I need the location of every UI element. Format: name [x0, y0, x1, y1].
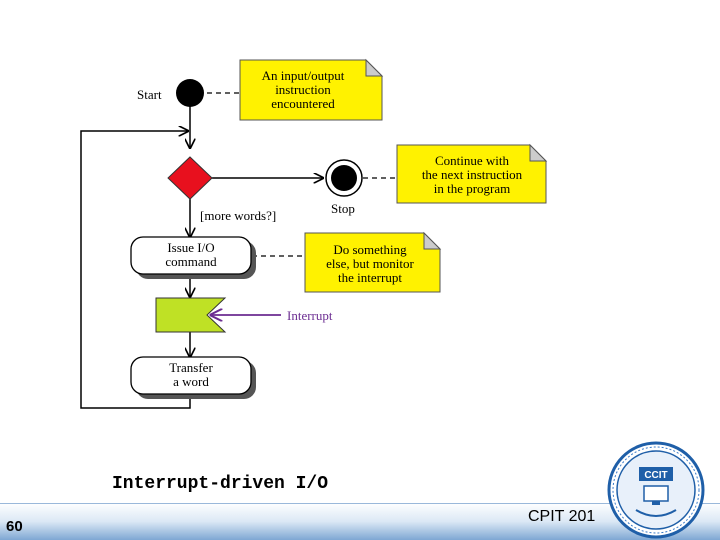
- start-node: [176, 79, 204, 107]
- flow-loop-back: [80, 131, 191, 409]
- transfer-action-line-1: Transfer: [169, 360, 213, 375]
- note-do-something-line-2: else, but monitor: [326, 256, 414, 271]
- course-code: CPIT 201: [528, 508, 596, 525]
- interrupt-signal: [155, 297, 227, 333]
- interrupt-label: Interrupt: [287, 308, 333, 323]
- note-do-something: [304, 232, 441, 293]
- transfer-action-line-2: a word: [173, 374, 209, 389]
- control-flow: [80, 106, 323, 409]
- note-connectors: [207, 92, 397, 257]
- note-continue-fold: [529, 143, 548, 162]
- note-continue-line-1: Continue with: [435, 153, 510, 168]
- logo-lettering-ring: [612, 446, 700, 534]
- issue-action-line-2: command: [165, 254, 217, 269]
- note-input-output-fold: [365, 58, 384, 77]
- note-input-output: [239, 59, 383, 121]
- ccit-logo-icon: CCIT: [607, 441, 705, 539]
- stop-node: [331, 165, 357, 191]
- guard-label: [more words?]: [200, 208, 276, 223]
- note-input-output-line-3: encountered: [271, 96, 335, 111]
- logo-arc: [635, 509, 677, 517]
- slide-caption: Interrupt-driven I/O: [112, 474, 329, 494]
- logo-monitor-stand: [652, 501, 660, 505]
- note-do-something-fold: [423, 231, 442, 250]
- note-do-something-line-1: Do something: [333, 242, 407, 257]
- footer-bar: [0, 503, 720, 540]
- decision-diamond: [167, 156, 213, 200]
- logo-monitor: [643, 485, 669, 502]
- transfer-action: [130, 356, 252, 395]
- issue-action-line-1: Issue I/O: [167, 240, 214, 255]
- footer-divider: [0, 503, 720, 504]
- logo-badge: [639, 467, 673, 481]
- note-continue-line-2: the next instruction: [422, 167, 523, 182]
- activity-diagram: Start [more words?] Stop Issue I/O comma…: [80, 58, 548, 409]
- note-continue-line-3: in the program: [434, 181, 511, 196]
- note-input-output-line-2: instruction: [275, 82, 331, 97]
- start-label: Start: [137, 87, 162, 102]
- issue-action: [130, 236, 252, 275]
- stop-label: Stop: [331, 201, 355, 216]
- note-continue: [396, 144, 547, 204]
- logo-text: CCIT: [644, 470, 667, 481]
- note-do-something-line-3: the interrupt: [338, 270, 402, 285]
- note-input-output-line-1: An input/output: [262, 68, 345, 83]
- page-number: 60: [6, 518, 23, 535]
